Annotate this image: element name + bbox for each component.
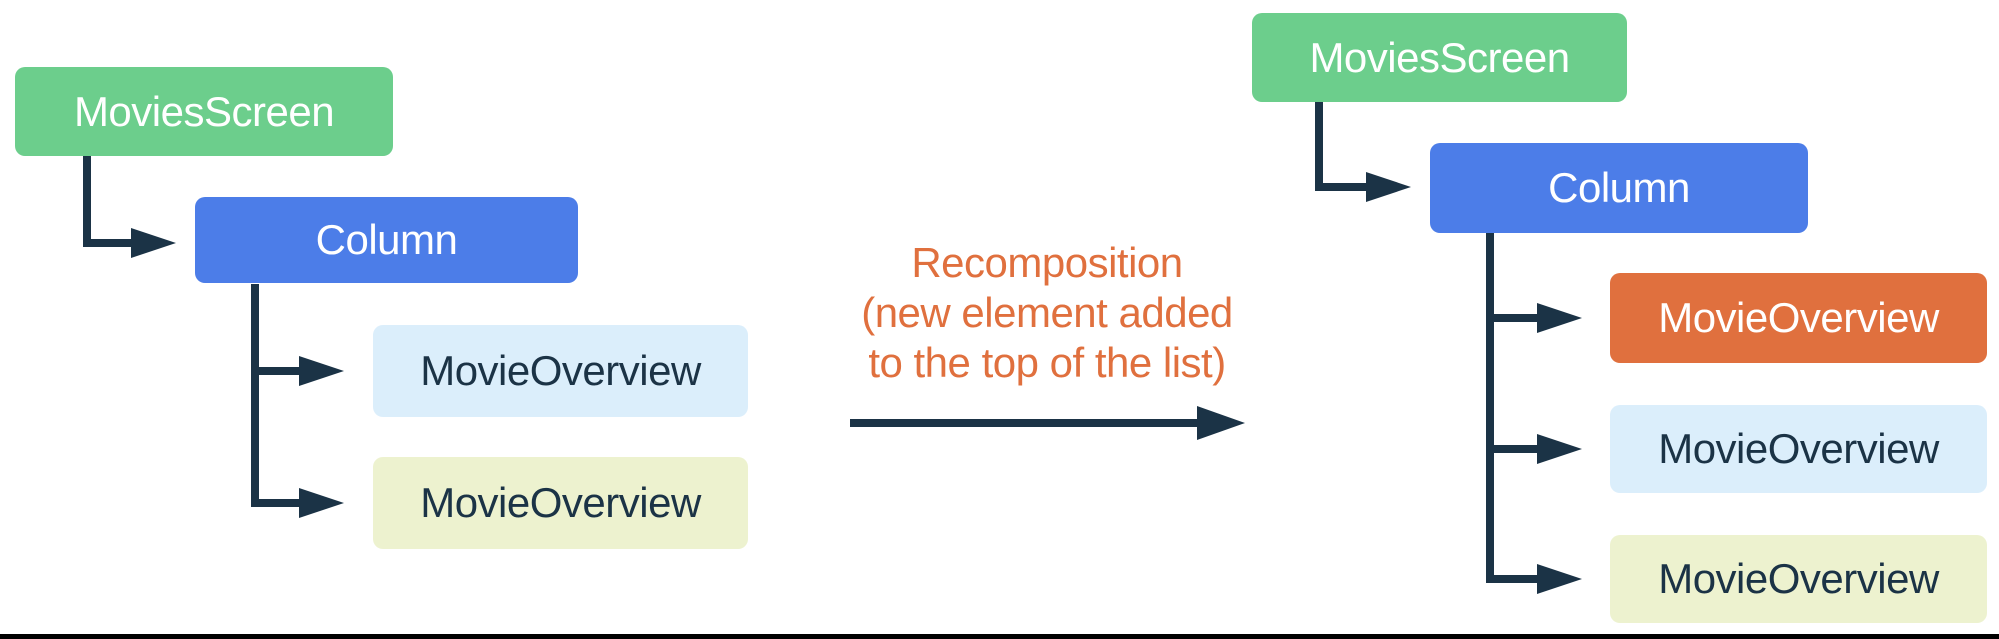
left-column-node: Column [195,197,578,283]
right-branch-3-arrowhead-icon [1537,564,1582,594]
right-branch-2-line [1486,445,1540,453]
right-movieoverview-1-node: MovieOverview [1610,405,1987,493]
left-elbow-vertical-line [83,156,91,247]
right-movieoverview-new-node: MovieOverview [1610,273,1987,363]
right-elbow-vertical-line [1315,102,1323,191]
left-elbow-arrowhead-icon [131,228,176,258]
right-branch-1-arrowhead-icon [1537,303,1582,333]
annotation-line-2: (new element added [861,289,1233,336]
right-moviesscreen-node: MoviesScreen [1252,13,1627,102]
left-moviesscreen-node: MoviesScreen [15,67,393,156]
recomposition-annotation: Recomposition (new element added to the … [797,238,1297,388]
annotation-line-1: Recomposition [911,239,1183,286]
left-movieoverview-2-node: MovieOverview [373,457,748,549]
right-branch-3-line [1486,575,1540,583]
right-column-node: Column [1430,143,1808,233]
left-trunk-line [251,284,259,507]
left-branch-2-line [251,499,301,507]
right-branch-2-arrowhead-icon [1537,434,1582,464]
right-branch-1-line [1486,314,1540,322]
right-elbow-horizontal-line [1315,183,1368,191]
left-movieoverview-1-node: MovieOverview [373,325,748,417]
right-elbow-arrowhead-icon [1366,172,1411,202]
left-elbow-horizontal-line [83,239,133,247]
right-trunk-line [1486,233,1494,583]
left-branch-1-line [251,367,301,375]
recomposition-arrow-shaft [850,419,1200,427]
right-movieoverview-2-node: MovieOverview [1610,535,1987,623]
left-branch-2-arrowhead-icon [299,488,344,518]
bottom-border-line [0,634,1999,639]
annotation-line-3: to the top of the list) [868,339,1226,386]
recomposition-arrowhead-icon [1197,406,1245,440]
left-branch-1-arrowhead-icon [299,356,344,386]
